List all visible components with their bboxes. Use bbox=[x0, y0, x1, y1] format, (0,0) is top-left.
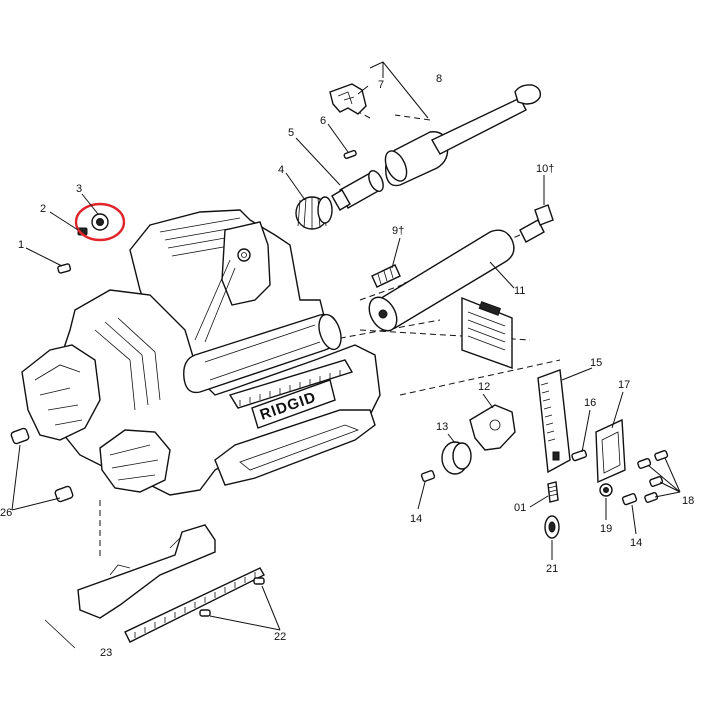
bolt-part-10 bbox=[519, 204, 554, 243]
callout-10: 10† bbox=[536, 163, 554, 175]
callout-17: 17 bbox=[618, 379, 630, 391]
callout-21: 21 bbox=[546, 563, 558, 575]
callout-16: 16 bbox=[584, 397, 596, 409]
callout-22: 22 bbox=[274, 631, 286, 643]
callout-15: 15 bbox=[590, 357, 602, 369]
stud-part-16 bbox=[571, 449, 588, 462]
callout-6: 6 bbox=[320, 115, 326, 127]
label-plate bbox=[461, 296, 513, 369]
spring-part-01 bbox=[547, 481, 559, 503]
callout-14-right: 14 bbox=[630, 537, 642, 549]
callout-26: 26 bbox=[0, 507, 12, 519]
cover-plate-part-17 bbox=[595, 418, 626, 484]
callout-8: 8 bbox=[436, 73, 442, 85]
pin-part-26-b bbox=[54, 485, 74, 503]
knob-part-13 bbox=[441, 441, 472, 475]
pin-part-6 bbox=[343, 149, 357, 160]
callout-labels: 1 2 3 4 5 6 7 8 9† 10† 11 12 13 14 15 16… bbox=[0, 73, 694, 659]
leader-lines bbox=[11, 61, 681, 631]
shaft-part-5 bbox=[331, 170, 384, 211]
screw-part-14 bbox=[420, 470, 638, 506]
callout-4: 4 bbox=[278, 164, 284, 176]
rack-part-15 bbox=[537, 369, 571, 474]
lower-guard-parts-22-23 bbox=[44, 524, 265, 649]
callout-13: 13 bbox=[436, 421, 448, 433]
gear-part-21 bbox=[544, 515, 560, 539]
callout-23: 23 bbox=[100, 647, 112, 659]
callout-3: 3 bbox=[76, 183, 82, 195]
bolt-washer-parts-2-3 bbox=[77, 213, 109, 236]
clip-part-7 bbox=[329, 83, 367, 115]
callout-7: 7 bbox=[378, 79, 384, 91]
screw-part-1 bbox=[57, 263, 72, 274]
callout-9: 9† bbox=[392, 225, 404, 237]
highlight-circle bbox=[74, 202, 126, 242]
callout-18: 18 bbox=[682, 495, 694, 507]
callout-12: 12 bbox=[478, 381, 490, 393]
housing-body: RIDGID bbox=[10, 209, 381, 503]
roller-part-11 bbox=[368, 229, 515, 332]
bracket-part-12 bbox=[469, 404, 516, 451]
screw-part-18 bbox=[637, 449, 669, 503]
gear-part-4 bbox=[295, 196, 333, 230]
callout-01: 01 bbox=[514, 502, 526, 514]
callout-2: 2 bbox=[40, 203, 46, 215]
callout-11: 11 bbox=[514, 285, 525, 297]
callout-19: 19 bbox=[600, 523, 612, 535]
nut-part-19 bbox=[599, 483, 613, 497]
callout-14-left: 14 bbox=[410, 513, 422, 525]
pin-part-26-a bbox=[10, 427, 30, 445]
callout-1: 1 bbox=[18, 239, 24, 251]
callout-5: 5 bbox=[288, 127, 294, 139]
handle-part-8 bbox=[384, 84, 542, 187]
stud-part-9 bbox=[371, 264, 401, 288]
